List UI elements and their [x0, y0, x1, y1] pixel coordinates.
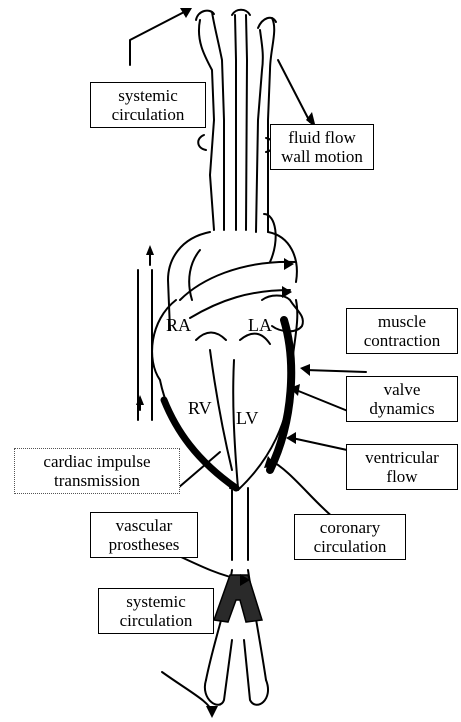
chamber-label-lv: LV [236, 408, 258, 429]
chamber-label-la: LA [248, 315, 272, 336]
label-systemic-circulation-top: systemic circulation [90, 82, 206, 128]
label-vascular-prostheses: vascular prostheses [90, 512, 198, 558]
right-branch-vessel [256, 30, 263, 232]
pulmonary-artery [180, 262, 296, 300]
label-muscle-contraction: muscle contraction [346, 308, 458, 354]
center-branch-vessel [235, 15, 236, 230]
label-coronary-circulation: coronary circulation [294, 514, 406, 560]
left-ventricle-wall [270, 320, 291, 470]
vascular-graft [214, 575, 262, 622]
chamber-label-rv: RV [188, 398, 212, 419]
label-fluid-flow-wall-motion: fluid flow wall motion [270, 124, 374, 170]
label-valve-dynamics: valve dynamics [346, 376, 458, 422]
chamber-label-ra: RA [166, 315, 191, 336]
label-ventricular-flow: ventricular flow [346, 444, 458, 490]
label-systemic-circulation-bottom: systemic circulation [98, 588, 214, 634]
label-cardiac-impulse-transmission: cardiac impulse transmission [14, 448, 180, 494]
